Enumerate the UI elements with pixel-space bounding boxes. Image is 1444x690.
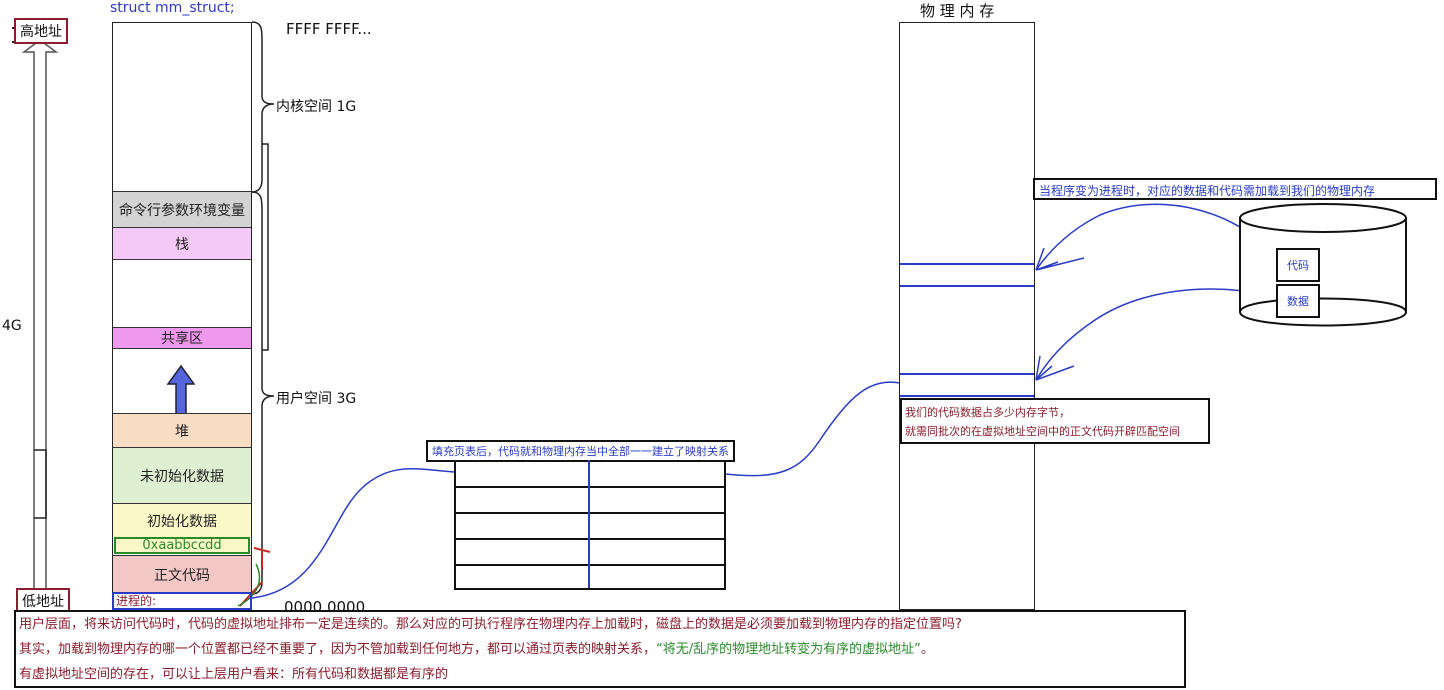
pagetable-to-physical-curve — [725, 381, 901, 477]
physical-memory-title: 物 理 内 存 — [920, 2, 995, 20]
alloc-note-line1: 我们的代码数据占多少内存字节， — [905, 406, 1070, 419]
segment-stack: 栈 — [113, 227, 251, 259]
alloc-note-line2: 就需同批次的在虚拟地址空间中的正文代码开辟匹配空间 — [905, 425, 1180, 438]
bottom-note-line2-prefix: 其实，加载到物理内存的哪一个位置都已经不重要了，因为不管加载到任何地方，都可以通… — [19, 642, 657, 657]
user-brace — [251, 191, 275, 595]
bottom-note-line2-quote: “将无/乱序的物理地址转变为有序的虚拟地址” — [656, 642, 921, 657]
load-note: 当程序变为进程时，对应的数据和代码需加载到我们的物理内存 — [1033, 178, 1437, 200]
disk-cylinder — [1239, 203, 1407, 327]
disk-code-cell: 代码 — [1276, 248, 1320, 282]
high-address-label: 高地址 — [14, 18, 68, 44]
text-to-pagetable-curve — [251, 468, 457, 599]
left-bracket-mid — [34, 449, 47, 519]
disk-data-cell: 数据 — [1276, 284, 1320, 318]
segment-env: 命令行参数环境变量 — [113, 191, 251, 227]
bottom-note: 用户层面，将来访问代码时，代码的虚拟地址排布一定是连续的。那么对应的可执行程序在… — [14, 610, 1186, 688]
process-label: 进程的: — [112, 592, 252, 610]
physical-code-block — [900, 263, 1034, 287]
virtual-address-space: 命令行参数环境变量 栈 共享区 堆 未初始化数据 初始化数据 正文代码 — [112, 22, 252, 610]
segment-stack-gap — [113, 259, 251, 327]
physical-memory — [899, 22, 1035, 610]
struct-label: struct mm_struct; — [110, 0, 235, 16]
bottom-note-line3: 有虚拟地址空间的存在，可以让上层用户看来：所有代码和数据都是有序的 — [19, 667, 449, 682]
segment-shared: 共享区 — [113, 327, 251, 349]
data-load-curve — [1035, 288, 1281, 381]
high-address-value: FFFF FFFF... — [286, 20, 372, 38]
page-table-caption: 填充页表后，代码就和物理内存当中全部一一建立了映射关系 — [426, 440, 735, 462]
address-value-box: 0xaabbccdd — [114, 537, 250, 554]
segment-data: 初始化数据 — [113, 503, 251, 537]
size-label: 4G — [2, 318, 22, 334]
bottom-note-line1: 用户层面，将来访问代码时，代码的虚拟地址排布一定是连续的。那么对应的可执行程序在… — [19, 617, 962, 632]
green-stroke — [237, 563, 261, 607]
page-table — [454, 460, 726, 590]
segment-text: 正文代码 — [113, 555, 251, 593]
physical-data-block — [900, 373, 1034, 397]
segment-bss: 未初始化数据 — [113, 447, 251, 503]
alloc-note: 我们的代码数据占多少内存字节， 就需同批次的在虚拟地址空间中的正文代码开辟匹配空… — [900, 398, 1210, 444]
stack-region-bracket — [262, 143, 269, 351]
kernel-brace — [251, 21, 275, 193]
address-axis-arrow — [21, 39, 59, 593]
bottom-note-line2-suffix: 。 — [920, 642, 934, 657]
segment-heap: 堆 — [113, 413, 251, 447]
bottom-note-line2: 其实，加载到物理内存的哪一个位置都已经不重要了，因为不管加载到任何地方，都可以通… — [19, 637, 1181, 662]
user-space-label: 用户空间 3G — [276, 391, 357, 407]
kernel-space-label: 内核空间 1G — [276, 99, 357, 115]
